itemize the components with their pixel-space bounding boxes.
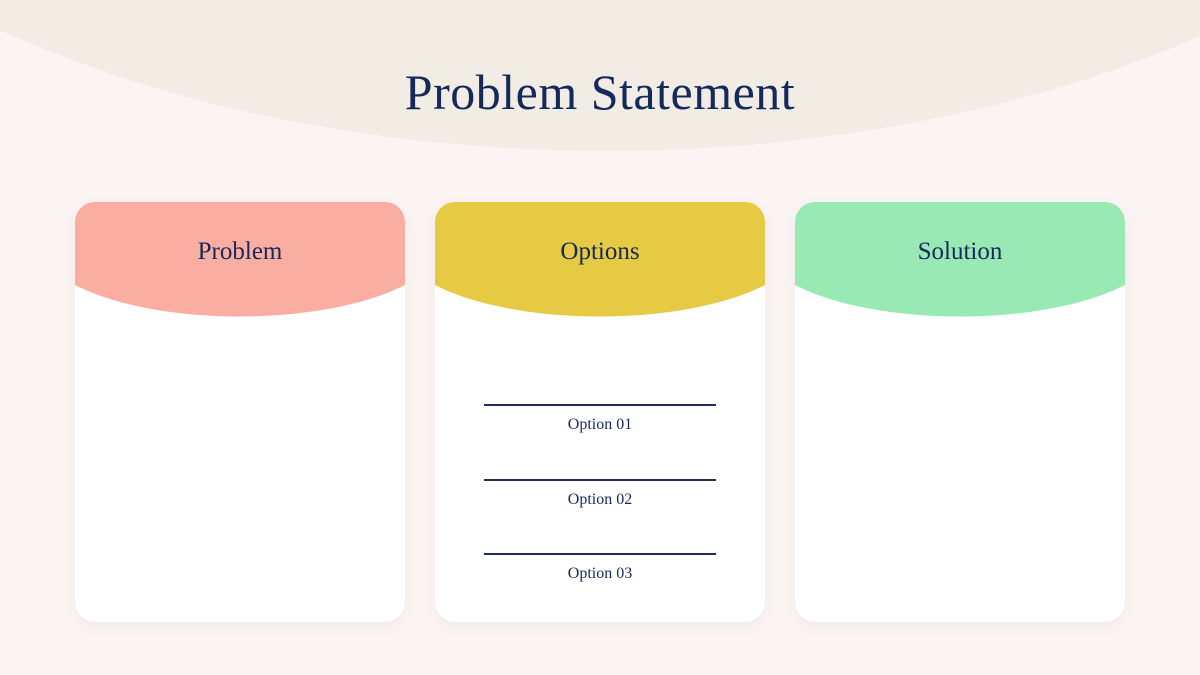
option-label-2: Option 02: [567, 491, 633, 508]
card-options-title: Options: [560, 238, 640, 265]
card-problem-title: Problem: [197, 238, 283, 265]
card-options-header-wave: [435, 202, 765, 317]
card-problem: Problem: [75, 202, 405, 622]
card-options-header: Options: [435, 202, 765, 317]
card-options-header-shape: [435, 202, 765, 317]
card-problem-header-wave: [75, 202, 405, 317]
option-label-1: Option 01: [567, 416, 633, 433]
option-row-2: Option 02: [484, 479, 716, 509]
option-row-1: Option 01: [484, 404, 716, 434]
card-solution-header: Solution: [795, 202, 1125, 317]
option-row-3: Option 03: [484, 553, 716, 583]
card-options: Options Option 01 Option 02 Option 03: [435, 202, 765, 622]
cards-container: Problem Options Option 01 Option 02 Opti…: [75, 202, 1125, 622]
card-problem-header: Problem: [75, 202, 405, 317]
card-solution: Solution: [795, 202, 1125, 622]
page-title: Problem Statement: [404, 64, 796, 120]
card-solution-header-wave: [795, 202, 1125, 317]
card-problem-header-shape: [75, 202, 405, 317]
card-solution-header-shape: [795, 202, 1125, 317]
option-label-3: Option 03: [567, 565, 633, 582]
card-solution-title: Solution: [917, 238, 1003, 265]
